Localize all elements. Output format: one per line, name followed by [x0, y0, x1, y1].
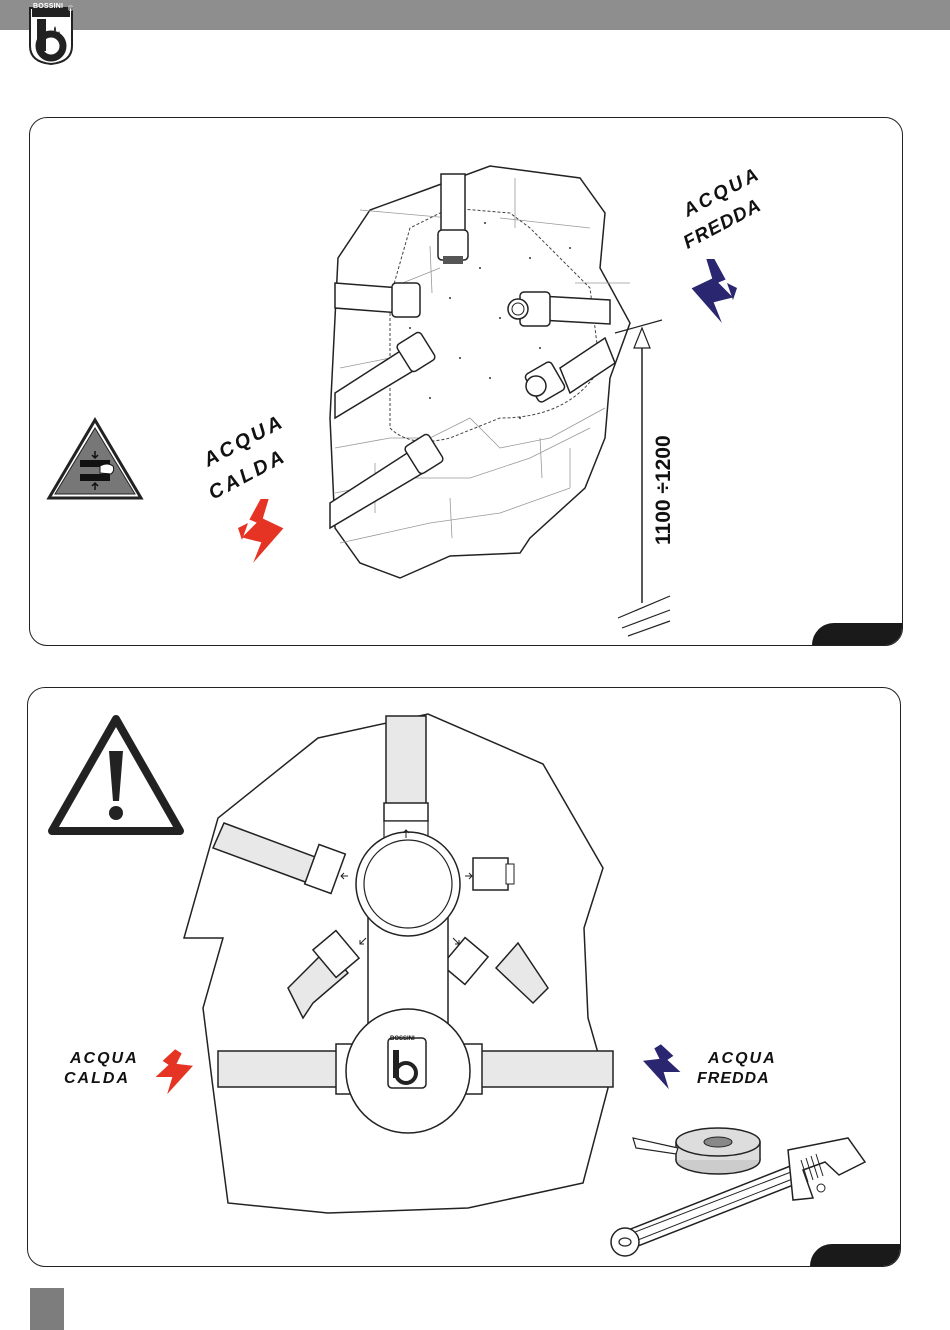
page-tab — [812, 623, 903, 646]
figure-valve-connection — [27, 687, 901, 1267]
hand-crush-warning-icon — [45, 416, 145, 506]
cold-water-label-line1: ACQUA — [708, 1050, 777, 1068]
hot-water-arrow-icon — [230, 488, 300, 578]
cold-water-arrow-icon — [633, 1038, 693, 1098]
valve-logo-text: BOSSINI — [390, 1036, 415, 1042]
top-bar — [0, 0, 950, 30]
height-dimension-label: 1100 ÷1200 — [652, 435, 676, 545]
brand-registered: ® — [68, 6, 73, 13]
cold-water-label-line2: FREDDA — [697, 1070, 770, 1088]
hot-water-label-line1: ACQUA — [70, 1050, 139, 1068]
hot-water-label-line2: CALDA — [64, 1070, 130, 1088]
hot-water-arrow-icon — [143, 1043, 203, 1103]
cold-water-arrow-icon — [675, 248, 745, 338]
page-tab — [810, 1244, 901, 1267]
page-marker — [30, 1288, 64, 1330]
wall-pipes-illustration — [30, 118, 902, 645]
figure-installation-height — [29, 117, 903, 646]
brand-name: BOSSINI — [33, 3, 63, 10]
warning-triangle-icon — [46, 713, 186, 838]
wrench-icon — [603, 1120, 873, 1260]
